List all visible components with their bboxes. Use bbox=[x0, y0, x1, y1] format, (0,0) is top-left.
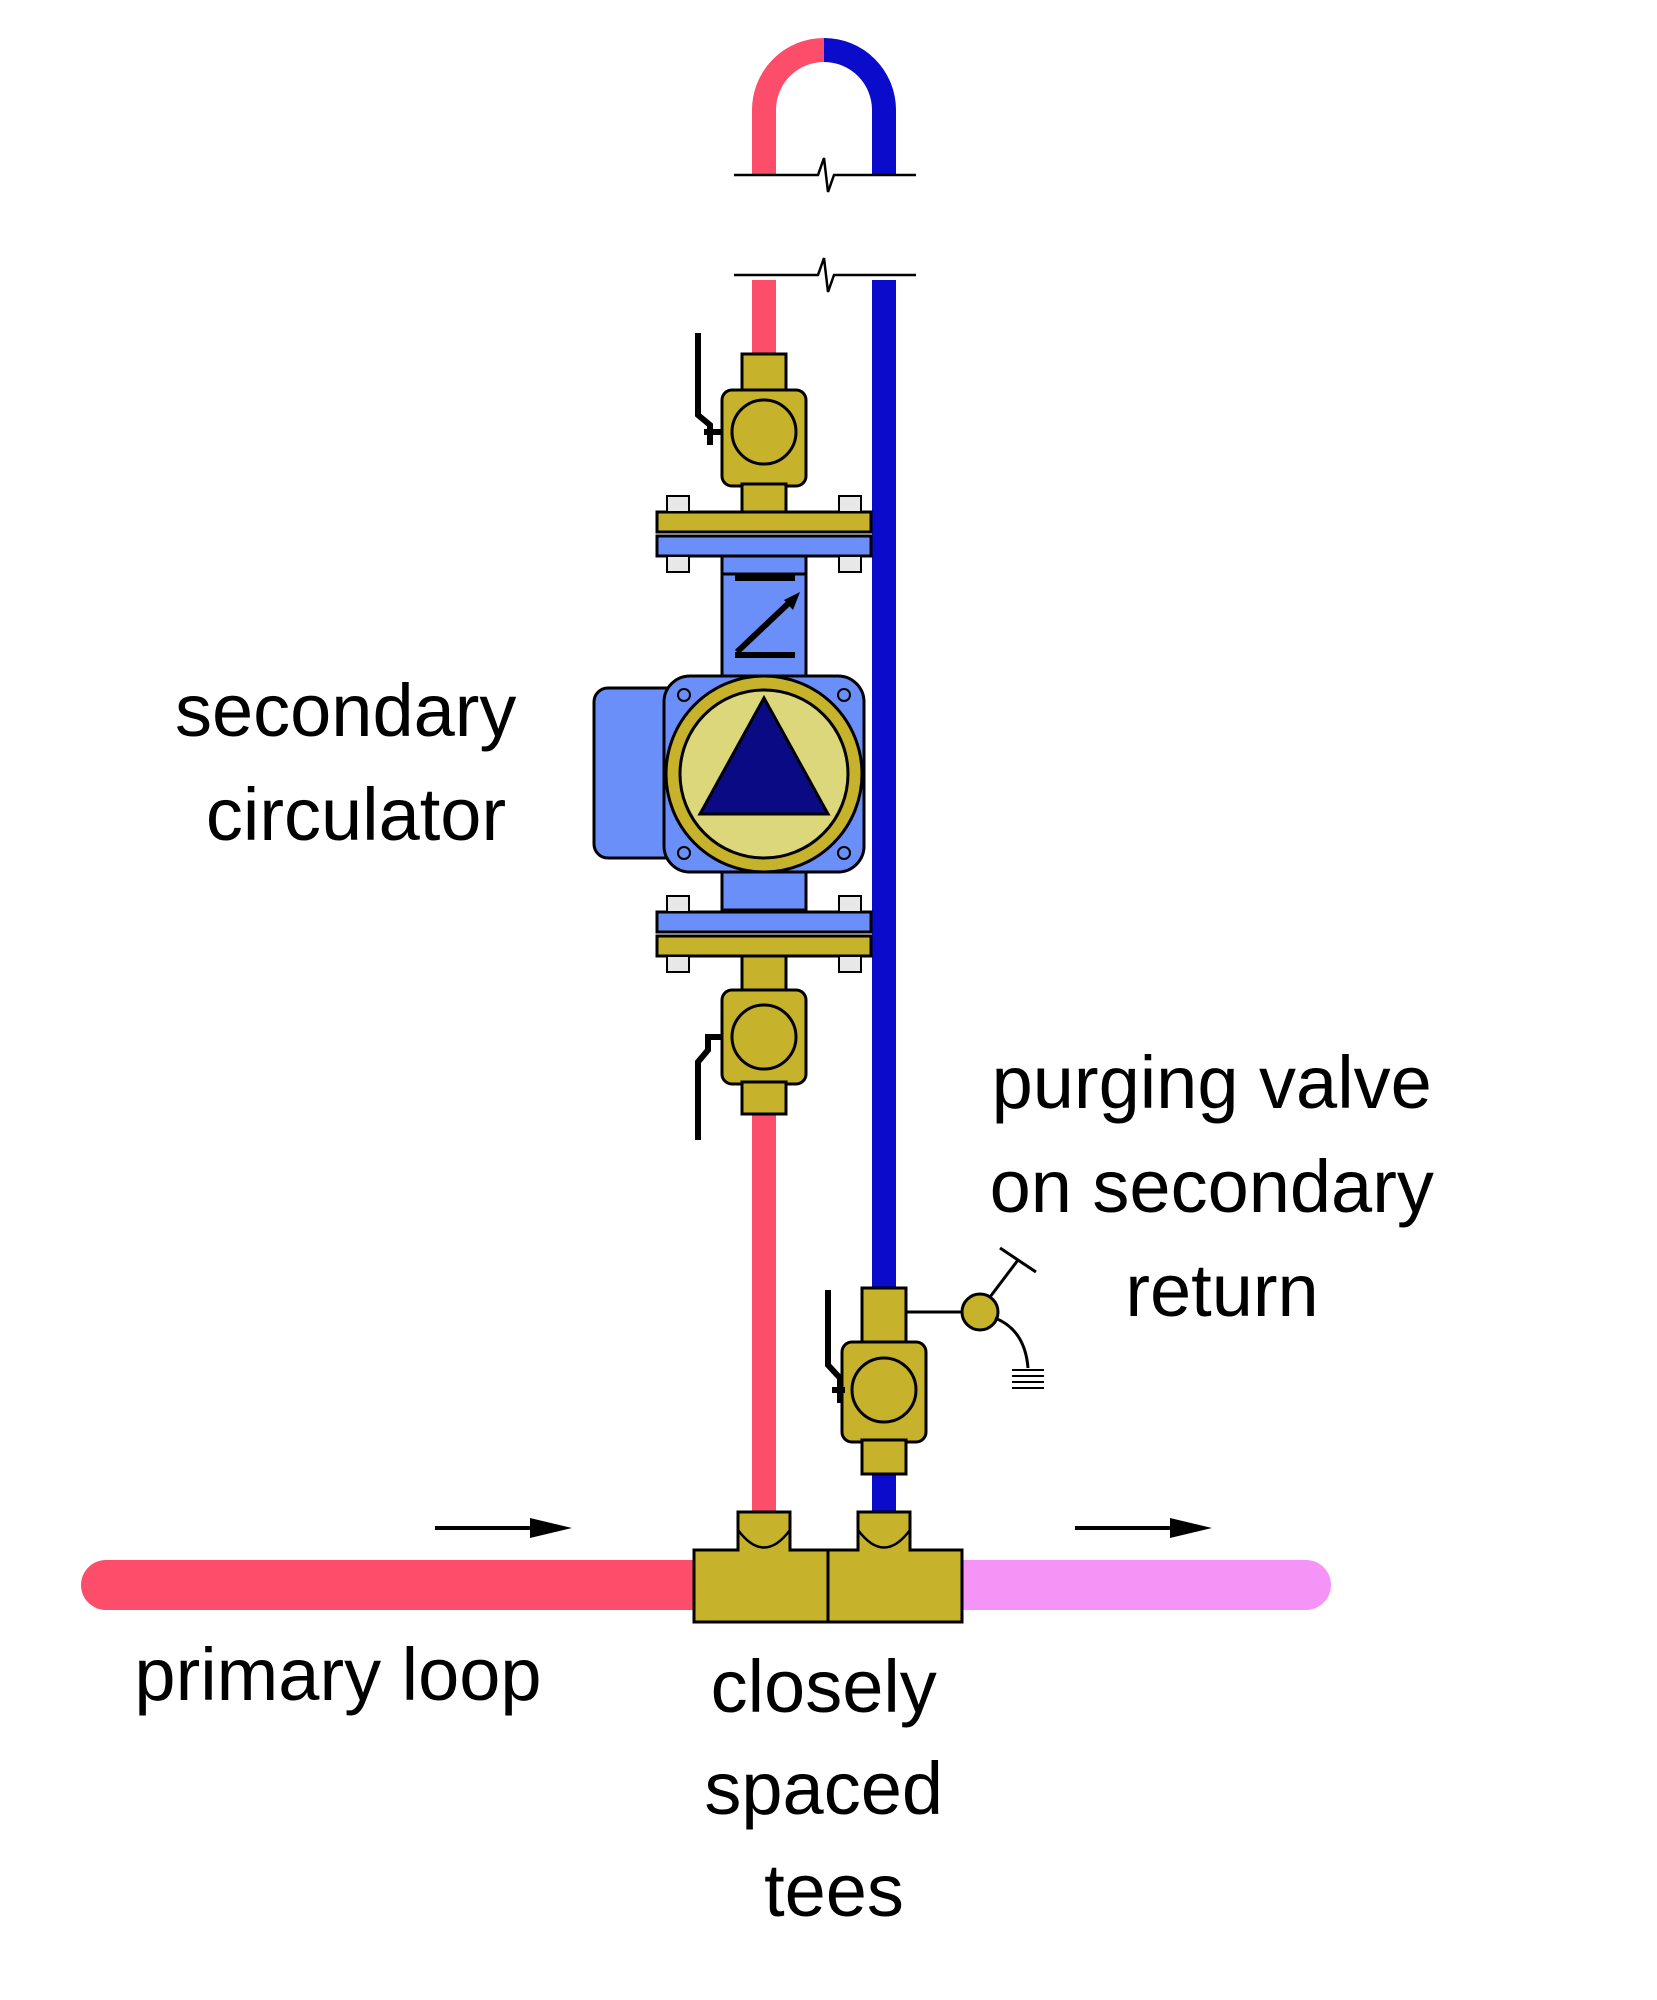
purging-valve bbox=[825, 1246, 1044, 1476]
lower-flange-brass bbox=[655, 934, 873, 958]
label-secondary-circulator: secondary circulator bbox=[175, 669, 537, 856]
flow-arrow-icon bbox=[435, 1518, 572, 1538]
ball-valve-handle-icon bbox=[695, 333, 722, 445]
lower-flange-blue bbox=[655, 910, 873, 934]
pipe-break-line-bottom bbox=[734, 257, 916, 293]
label-purging-valve: purging valve on secondary return bbox=[990, 1041, 1455, 1332]
return-tee bbox=[826, 1510, 964, 1624]
flow-arrow-icon bbox=[1075, 1518, 1212, 1538]
secondary-circulator-pump bbox=[592, 495, 873, 973]
supply-tee bbox=[692, 1510, 830, 1624]
circulator-body bbox=[720, 554, 808, 577]
impeller-triangle bbox=[697, 694, 831, 816]
flange-bolt bbox=[666, 495, 862, 573]
upper-flange-blue bbox=[655, 534, 873, 558]
secondary-supply-top-pipe bbox=[752, 38, 825, 175]
closely-spaced-tees bbox=[692, 1510, 964, 1624]
ball-valve-handle-icon bbox=[825, 1290, 845, 1403]
pipe-break-line-top bbox=[734, 157, 916, 193]
secondary-return-top-pipe bbox=[823, 38, 896, 175]
label-primary-loop: primary loop bbox=[134, 1633, 541, 1716]
drain-valve-knob bbox=[960, 1292, 1000, 1332]
flange-bolt bbox=[666, 895, 862, 973]
lower-isolation-valve bbox=[695, 954, 808, 1140]
upper-isolation-valve bbox=[695, 333, 808, 516]
label-closely-spaced-tees: closely spaced tees bbox=[704, 1645, 963, 1932]
upper-flange-brass bbox=[655, 510, 873, 534]
flow-check-arrow-icon bbox=[734, 575, 795, 658]
ball-valve-handle-icon bbox=[695, 1034, 722, 1140]
drain-cap-icon bbox=[1012, 1369, 1044, 1389]
